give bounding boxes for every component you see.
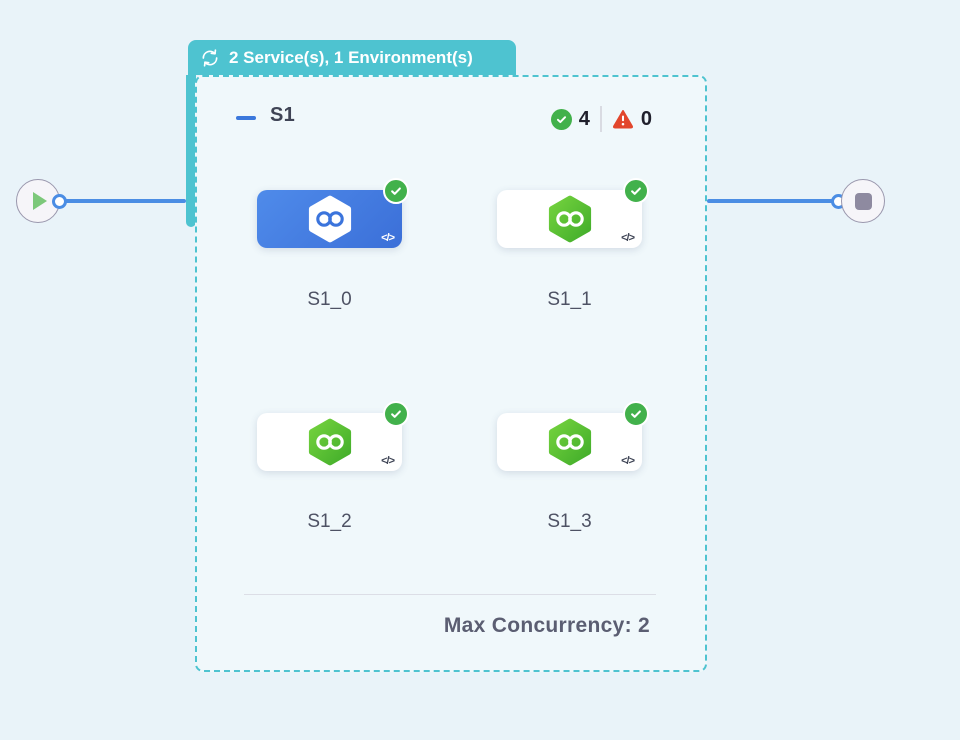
success-count-icon <box>550 108 572 130</box>
counts-divider <box>599 106 602 132</box>
max-concurrency-value: 2 <box>638 614 650 637</box>
service-icon <box>548 418 591 466</box>
link-port-start <box>52 194 67 209</box>
error-count-icon <box>612 110 633 129</box>
service-label: S1_3 <box>547 511 592 532</box>
check-badge-icon <box>623 178 649 204</box>
footer-divider <box>244 594 656 595</box>
cycle-icon <box>202 48 218 67</box>
max-concurrency-label: Max Concurrency: <box>443 614 632 637</box>
code-icon: </> <box>381 455 395 467</box>
stage-status-counts: 4 0 <box>550 106 652 132</box>
pipeline-end-node[interactable] <box>841 179 885 223</box>
check-badge-icon <box>623 401 649 427</box>
service-label: S1_2 <box>307 511 352 532</box>
code-icon: </> <box>381 232 395 244</box>
check-badge-icon <box>383 401 409 427</box>
error-count: 0 <box>640 107 652 130</box>
max-concurrency: Max Concurrency: 2 <box>244 614 650 638</box>
play-icon <box>33 192 47 210</box>
stage-summary-label: 2 Service(s), 1 Environment(s) <box>229 47 473 67</box>
service-node-s1-1[interactable]: </> <box>497 178 649 248</box>
service-node-s1-2[interactable]: </> <box>257 401 409 471</box>
collapse-stage-button[interactable] <box>236 116 256 120</box>
code-icon: </> <box>621 455 635 467</box>
service-node-s1-0[interactable]: </> <box>257 178 409 248</box>
stage-name: S1 <box>270 104 296 126</box>
service-node-s1-3[interactable]: </> <box>497 401 649 471</box>
service-label: S1_0 <box>307 289 352 310</box>
edge-line-start-to-stage <box>59 199 186 203</box>
code-icon: </> <box>621 232 635 244</box>
service-icon <box>548 195 591 243</box>
edge-line-stage-to-end <box>707 199 838 203</box>
stage-summary-tab[interactable]: 2 Service(s), 1 Environment(s) <box>188 40 516 75</box>
stage-container: S1 4 0 </> <box>195 75 707 672</box>
service-label: S1_1 <box>547 289 592 310</box>
stop-icon <box>854 192 872 210</box>
service-icon <box>308 418 351 466</box>
success-count: 4 <box>578 107 590 130</box>
check-badge-icon <box>383 178 409 204</box>
service-icon <box>308 195 351 243</box>
stage-entry-strip <box>186 75 196 227</box>
